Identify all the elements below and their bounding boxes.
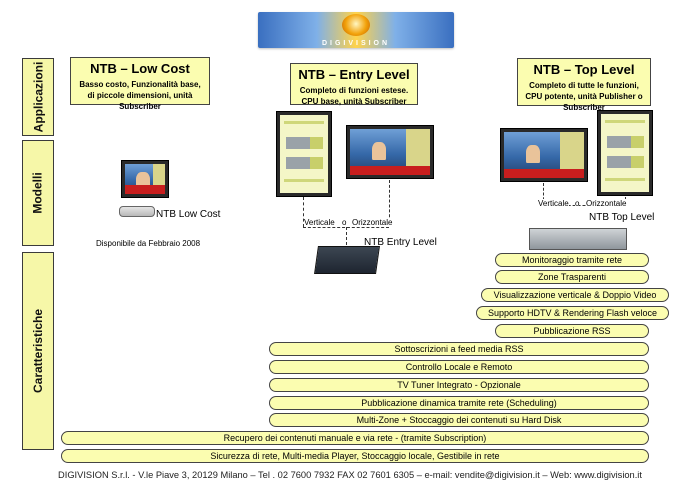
- feature-bar: Recupero dei contenuti manuale e via ret…: [61, 431, 649, 445]
- side-label-modelli: Modelli: [22, 140, 54, 246]
- label-ntb-low-cost: NTB Low Cost: [156, 209, 221, 220]
- feature-bar: Supporto HDTV & Rendering Flash veloce: [476, 306, 669, 320]
- footer-contact: DIGIVISION S.r.l. - V.le Piave 3, 20129 …: [58, 470, 642, 480]
- feature-bar: Sicurezza di rete, Multi-media Player, S…: [61, 449, 649, 463]
- top-orient-verticale: Verticale: [538, 199, 569, 208]
- entry-device: [314, 246, 380, 274]
- top-connector-bottom: [543, 205, 625, 206]
- entry-connector-left: [303, 197, 304, 227]
- entry-orient-verticale: Verticale: [304, 218, 335, 227]
- feature-bar: TV Tuner Integrato - Opzionale: [269, 378, 649, 392]
- entry-connector-right: [389, 180, 390, 227]
- feature-bar: Pubblicazione dinamica tramite rete (Sch…: [269, 396, 649, 410]
- box-entry-level: NTB – Entry Level Completo di funzioni e…: [290, 63, 418, 106]
- feature-bar: Monitoraggio tramite rete: [495, 253, 649, 267]
- feature-bar: Pubblicazione RSS: [495, 324, 649, 338]
- label-ntb-entry-level: NTB Entry Level: [364, 237, 437, 248]
- box-top-level-title: NTB – Top Level: [533, 62, 635, 77]
- entry-orient-o: o: [342, 218, 347, 227]
- logo-text: DIGIVISION: [321, 40, 391, 47]
- top-orient-orizzontale: Orizzontale: [586, 199, 627, 208]
- box-entry-level-desc: Completo di funzioni estese. CPU base, u…: [299, 86, 409, 106]
- low-cost-screen: [121, 160, 169, 198]
- box-entry-level-title: NTB – Entry Level: [298, 67, 410, 82]
- entry-vertical-screen: [276, 111, 332, 197]
- entry-horizontal-screen: [346, 125, 434, 179]
- label-availability: Disponibile da Febbraio 2008: [96, 239, 201, 248]
- low-cost-device: [119, 206, 155, 217]
- feature-bar: Zone Trasparenti: [495, 270, 649, 284]
- feature-bar: Multi-Zone + Stoccaggio dei contenuti su…: [269, 413, 649, 427]
- label-ntb-top-level: NTB Top Level: [589, 212, 655, 223]
- box-top-level-desc: Completo di tutte le funzioni, CPU poten…: [525, 81, 643, 112]
- side-label-applicazioni: Applicazioni: [22, 58, 54, 136]
- feature-bar: Controllo Locale e Remoto: [269, 360, 649, 374]
- box-low-cost-title: NTB – Low Cost: [90, 61, 190, 76]
- box-top-level: NTB – Top Level Completo di tutte le fun…: [517, 58, 651, 112]
- box-low-cost-desc: Basso costo, Funzionalità base, di picco…: [79, 80, 201, 111]
- logo-emblem-icon: [342, 14, 370, 36]
- entry-orient-orizzontale: Orizzontale: [352, 218, 393, 227]
- top-orient-o: o: [575, 199, 580, 208]
- digivision-logo: DIGIVISION: [258, 12, 454, 48]
- top-connector-left: [543, 183, 544, 205]
- top-vertical-screen: [597, 110, 653, 196]
- box-low-cost: NTB – Low Cost Basso costo, Funzionalità…: [70, 57, 210, 111]
- side-label-caratteristiche: Caratteristiche: [22, 252, 54, 450]
- feature-bar: Sottoscrizioni a feed media RSS: [269, 342, 649, 356]
- feature-bar: Visualizzazione verticale & Doppio Video: [481, 288, 669, 302]
- entry-connector-down: [346, 227, 347, 245]
- top-horizontal-screen: [500, 128, 588, 182]
- top-device: [529, 228, 627, 250]
